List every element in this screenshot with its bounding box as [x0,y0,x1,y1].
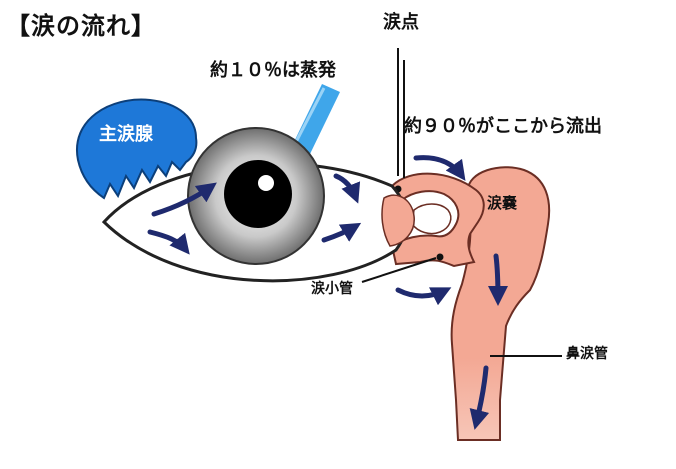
lacrimal-gland-label: 主涙腺 [99,126,153,144]
lacrimal-sac-label: 涙嚢 [487,196,517,211]
diagram-title: 【涙の流れ】 [6,14,156,38]
punctum-label: 涙点 [383,14,419,32]
nasolacrimal-duct-label: 鼻涙管 [566,347,608,361]
pupil [224,160,292,228]
evaporation-label: 約１０％は蒸発 [210,62,336,80]
flow-arrow [496,256,498,300]
flow-arrow [398,290,446,296]
punctum-pointer-line [398,48,404,178]
canaliculus-label: 涙小管 [311,282,353,296]
lacrimal-drainage-system [389,167,549,440]
outflow-label: 約９０％がここから流出 [404,118,602,136]
